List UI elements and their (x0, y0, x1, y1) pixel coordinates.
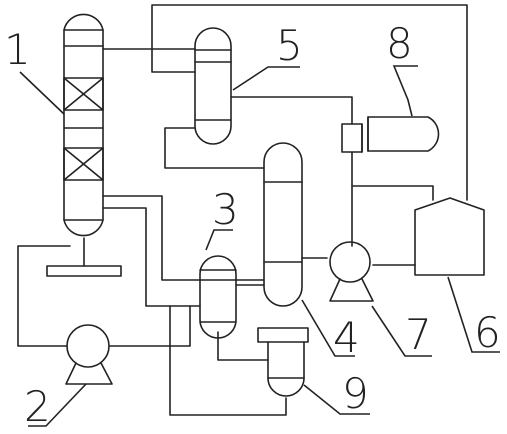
leader-2 (28, 383, 87, 427)
pipe-vessel-8-to-tank (351, 185, 434, 201)
pipe-vessel-5-to-tank (151, 4, 468, 201)
storage-tank-6 (414, 197, 485, 276)
pipe-receiver-recycle (169, 305, 287, 416)
leader-6 (447, 276, 500, 353)
label-small-vessel-3: 3 (212, 185, 239, 234)
packed-column-1 (46, 13, 122, 277)
pipe-pump-2-to-vessel-3 (109, 305, 191, 347)
label-vessel-5: 5 (276, 21, 303, 70)
vessel-8-flange (341, 123, 363, 153)
pump-7 (329, 241, 374, 302)
label-column-1: 1 (4, 25, 31, 74)
leader-1 (19, 71, 65, 115)
piping (17, 4, 468, 416)
leader-5 (232, 66, 300, 91)
label-pump-2: 2 (24, 382, 51, 431)
horizontal-vessel-8 (341, 116, 440, 153)
pipe-column-1-to-column-4 (102, 195, 265, 281)
label-receiver-9: 9 (342, 369, 369, 418)
leader-8 (392, 65, 418, 117)
receiver-9 (257, 327, 309, 397)
label-pump-7: 7 (405, 310, 432, 359)
leader-7 (371, 305, 432, 357)
vessel-5 (194, 27, 232, 145)
pipe-column-1-to-pump-2 (17, 245, 71, 347)
small-vessel-3 (199, 255, 237, 339)
pump-2 (65, 324, 113, 385)
column-1-base (46, 265, 122, 277)
pipe-vessel-5-to-column-4 (164, 127, 265, 169)
leader-9 (303, 384, 370, 415)
pipe-vessel-5-to-vessel-8 (230, 96, 353, 125)
label-tank-6: 6 (474, 308, 501, 357)
leader-4 (301, 299, 355, 357)
label-vessel-8: 8 (386, 19, 413, 68)
pipe-vessel-3-to-receiver (217, 331, 269, 361)
leader-lines (19, 65, 500, 427)
tall-column-4 (263, 142, 303, 307)
label-tall-column-4: 4 (333, 313, 360, 362)
pipe-column-1-to-vessel-3 (102, 207, 201, 307)
equipment-labels: 1 2 3 4 5 6 7 8 9 (4, 19, 501, 431)
leader-3 (205, 229, 233, 251)
